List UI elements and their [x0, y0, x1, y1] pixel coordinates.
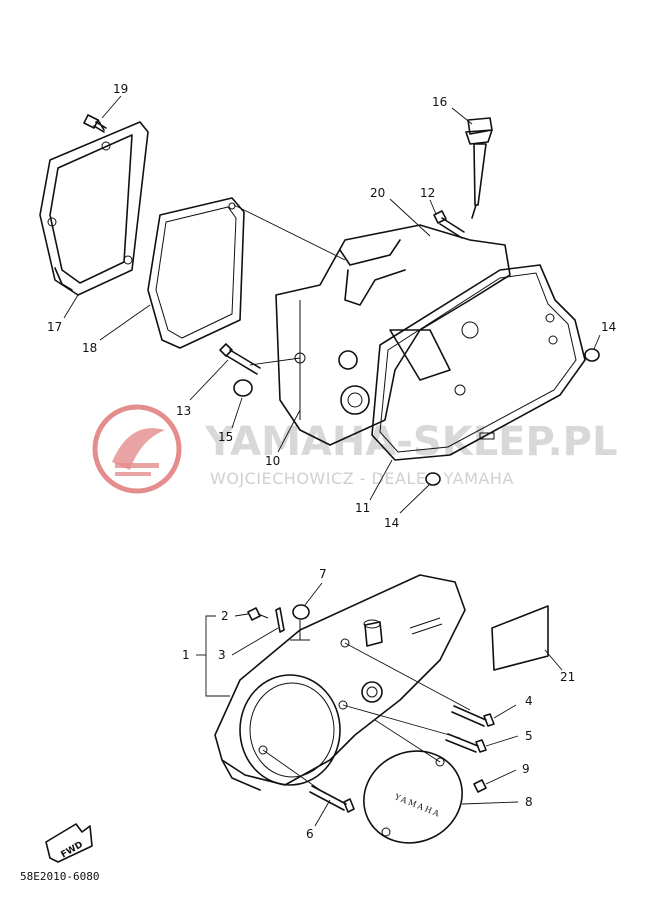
callout-14-upper: 14 [601, 320, 616, 334]
part-13-bolt [219, 343, 261, 375]
watermark: YAMAHA-SKLEP.PL WOJCIECHOWICZ - DEALER Y… [92, 404, 617, 494]
fwd-label: FWD [59, 840, 84, 860]
part-12-bolt [433, 210, 465, 239]
watermark-title: YAMAHA-SKLEP.PL [204, 419, 617, 465]
part-16-dipstick [465, 117, 493, 219]
callout-1: 1 [182, 648, 190, 662]
callout-labels: 19 16 20 12 17 18 14 13 15 10 11 14 7 2 … [47, 82, 616, 841]
cover-brand-text: YAMAHA [392, 792, 442, 819]
callout-13: 13 [176, 404, 191, 418]
part-9-screw [473, 779, 487, 793]
callout-14-lower: 14 [384, 516, 399, 530]
callout-17: 17 [47, 320, 62, 334]
callout-4: 4 [525, 694, 533, 708]
part-11-gasket [371, 264, 586, 461]
callout-3: 3 [218, 648, 226, 662]
callout-8: 8 [525, 795, 533, 809]
watermark-subtitle: WOJCIECHOWICZ - DEALER YAMAHA [210, 469, 514, 488]
callout-6: 6 [306, 827, 314, 841]
diagram-code: 58E2010-6080 [20, 870, 99, 883]
callout-20: 20 [370, 186, 385, 200]
callout-9: 9 [522, 762, 530, 776]
part-5-bolt [445, 733, 487, 753]
callout-10: 10 [265, 454, 280, 468]
part-21-label [491, 605, 549, 671]
callout-2: 2 [221, 609, 229, 623]
part-15-plug [233, 379, 253, 397]
lower-leaders [196, 582, 563, 827]
part-3-pin [275, 607, 285, 633]
callout-15: 15 [218, 430, 233, 444]
part-1-cover [214, 574, 466, 791]
part-18-gasket [147, 197, 245, 349]
part-6-bolt [309, 785, 355, 813]
callout-18: 18 [82, 341, 97, 355]
callout-19: 19 [113, 82, 128, 96]
part-7-plug [292, 604, 310, 620]
callout-7: 7 [319, 567, 327, 581]
part-14-dowel-a [584, 348, 600, 362]
part-14-dowel-b [425, 472, 441, 486]
callout-12: 12 [420, 186, 435, 200]
callout-21: 21 [560, 670, 575, 684]
fwd-arrow: FWD [45, 823, 93, 863]
callout-5: 5 [525, 729, 533, 743]
bolt-19 [83, 114, 107, 133]
part-8-plate: YAMAHA [363, 750, 463, 844]
part-4-bolt [451, 705, 495, 727]
upper-leaders [63, 95, 601, 514]
callout-11: 11 [355, 501, 370, 515]
watermark-logo [92, 404, 182, 494]
part-2-screw [247, 607, 269, 621]
part-10-crankcase [275, 224, 511, 446]
part-17-cover [39, 121, 149, 296]
callout-16: 16 [432, 95, 447, 109]
